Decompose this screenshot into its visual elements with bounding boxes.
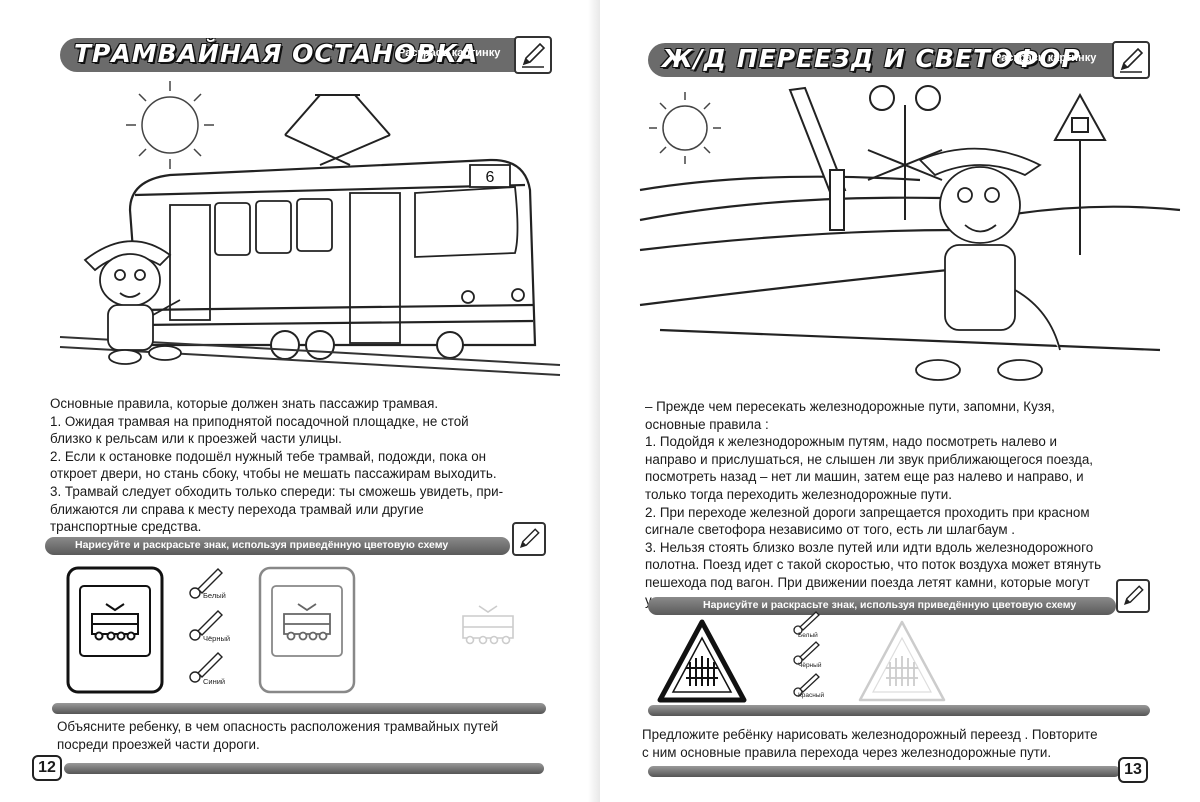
right-page-title: Ж/Д ПЕРЕЕЗД И СВЕТОФОР [662, 44, 1081, 73]
left-rules-text: Основные правила, которые должен знать п… [50, 396, 504, 535]
cat-character [915, 147, 1061, 381]
left-task-bar: Нарисуйте и раскрасьте знак, используя п… [45, 537, 510, 555]
left-divider-bottom [64, 763, 544, 774]
cat-character [83, 240, 182, 365]
tram-trace-faint [462, 605, 514, 645]
right-title-banner: Ж/Д ПЕРЕЕЗД И СВЕТОФОР Раскрась картинку [648, 43, 1148, 77]
left-page-number: 12 [32, 755, 62, 781]
pencil-icon [514, 36, 552, 74]
pencil-icon [512, 522, 546, 556]
color-label-black: Чёрный [203, 634, 231, 643]
right-divider-top [648, 705, 1150, 716]
right-divider-bottom [648, 766, 1120, 777]
right-page-number: 13 [1118, 757, 1148, 783]
railway-sign-trace-faint [858, 620, 946, 702]
pencil-icon [1112, 41, 1150, 79]
left-footer-text: Объясните ребенку, в чем опасность распо… [57, 719, 499, 752]
left-page: ТРАМВАЙНАЯ ОСТАНОВКА Раскрась картинку [32, 36, 561, 781]
railway-crossing-illustration [639, 85, 1181, 381]
tram-stop-illustration: 6 [59, 81, 561, 376]
left-page-title: ТРАМВАЙНАЯ ОСТАНОВКА [74, 39, 479, 68]
color-label-white: Белый [798, 632, 818, 639]
left-title-banner: ТРАМВАЙНАЯ ОСТАНОВКА Раскрась картинку [60, 38, 550, 72]
color-label-blue: Синий [203, 677, 226, 686]
pencil-icon [1116, 579, 1150, 613]
tram-sign-outline-grey [258, 566, 356, 694]
right-color-markers [793, 611, 820, 697]
left-color-markers [189, 568, 223, 683]
tram-stop-sign-reference [66, 566, 164, 694]
route-number: 6 [486, 169, 495, 186]
color-label-white: Белый [203, 591, 226, 600]
right-rules-text: – Прежде чем пересекать железнодорожные … [645, 399, 1102, 608]
sun-icon [649, 92, 721, 164]
right-task-bar: Нарисуйте и раскрасьте знак, используя п… [648, 597, 1116, 615]
left-page-subtitle: Раскрась картинку [398, 47, 501, 59]
right-footer-text: Предложите ребёнку нарисовать железнодор… [642, 727, 1098, 760]
color-label-black: Чёрный [798, 662, 822, 669]
right-page: Ж/Д ПЕРЕЕЗД И СВЕТОФОР Раскрась картинку [600, 0, 1200, 802]
right-page-subtitle: Раскрась картинку [994, 52, 1097, 64]
left-divider-top [52, 703, 546, 714]
railway-crossing-sign-reference [657, 619, 747, 703]
sun-icon [126, 81, 214, 169]
color-label-red: Красный [798, 692, 825, 699]
